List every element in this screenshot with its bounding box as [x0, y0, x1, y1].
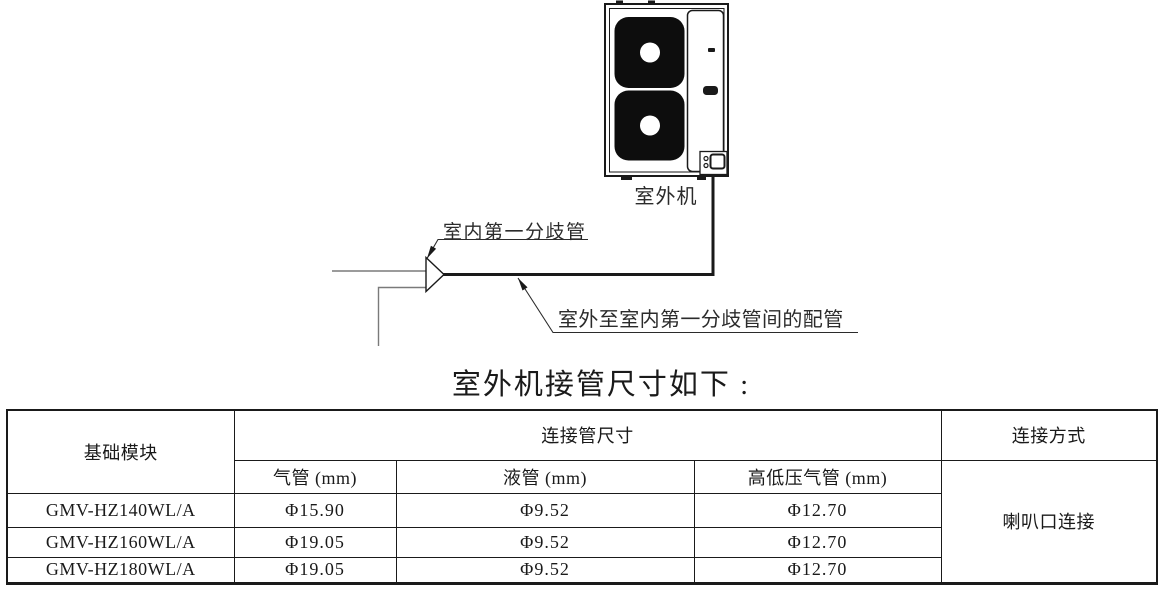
header-module: 基础模块	[6, 409, 235, 494]
indoor-first-branch-label: 室内第一分歧管	[443, 222, 587, 243]
liquid-pipe-cell: Φ9.52	[395, 526, 695, 558]
valve-cover	[709, 153, 726, 170]
piping-diagram	[332, 0, 858, 346]
header-connection-method: 连接方式	[940, 409, 1158, 461]
pipe-size-table: 基础模块 连接管尺寸 连接方式 气管 (mm) 液管 (mm) 高低压气管 (m…	[6, 409, 1159, 585]
connection-method-value: 喇叭口连接	[940, 459, 1158, 584]
table-header-row-2: 气管 (mm) 液管 (mm) 高低压气管 (mm) 喇叭口连接	[7, 459, 1158, 584]
panel-logo-mark	[708, 48, 715, 52]
panel-nameplate	[703, 86, 718, 95]
indoor-branch-pipe-down	[377, 286, 427, 346]
fan-hub-top	[640, 42, 660, 63]
gas-pipe-cell: Φ19.05	[233, 556, 397, 584]
pipe-lines	[332, 174, 715, 346]
header-gas-pipe: 气管 (mm)	[233, 459, 397, 494]
valve-port-2	[703, 162, 709, 169]
mount-tab-right	[648, 0, 655, 5]
header-hp-lp-gas-pipe: 高低压气管 (mm)	[693, 459, 942, 494]
outdoor-unit-label: 室外机	[634, 186, 698, 208]
table-header-row-1: 基础模块 连接管尺寸 连接方式	[6, 409, 1158, 494]
hp-lp-pipe-cell: Φ12.70	[693, 556, 942, 584]
leader-lines	[426, 238, 858, 334]
table-title: 室外机接管尺寸如下 :	[451, 369, 751, 401]
header-liquid-pipe: 液管 (mm)	[395, 459, 695, 494]
unit-foot-left	[621, 176, 632, 180]
fan-hub-bottom	[640, 115, 660, 136]
hp-lp-pipe-cell: Φ12.70	[693, 526, 942, 558]
gas-pipe-cell: Φ15.90	[233, 492, 397, 528]
outdoor-main-pipe	[443, 174, 715, 276]
liquid-pipe-cell: Φ9.52	[395, 556, 695, 584]
model-cell: GMV-HZ160WL/A	[6, 526, 235, 558]
unit-foot-right	[697, 176, 706, 180]
hp-lp-pipe-cell: Φ12.70	[693, 492, 942, 528]
model-cell: GMV-HZ180WL/A	[6, 556, 235, 584]
mount-tab-left	[616, 0, 623, 5]
table-row: GMV-HZ140WL/A Φ15.90 Φ9.52 Φ12.70	[6, 492, 1157, 528]
leader-outdoor-pipe	[517, 277, 858, 334]
outdoor-unit-drawing	[604, 0, 729, 180]
leader-indoor-branch	[426, 238, 588, 259]
table-row: GMV-HZ180WL/A Φ19.05 Φ9.52 Φ12.70	[6, 556, 1157, 584]
valve-port-1	[703, 155, 709, 162]
liquid-pipe-cell: Φ9.52	[395, 492, 695, 528]
header-pipe-size-group: 连接管尺寸	[233, 409, 942, 461]
outdoor-to-indoor-pipe-label: 室外至室内第一分歧管间的配管	[558, 309, 844, 331]
gas-pipe-cell: Φ19.05	[233, 526, 397, 558]
model-cell: GMV-HZ140WL/A	[6, 492, 235, 528]
branch-joint-symbol	[425, 255, 446, 294]
